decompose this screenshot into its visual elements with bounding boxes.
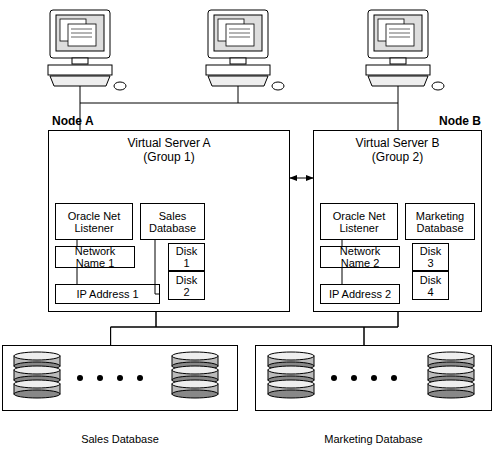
resource-box: Network Name 2 [320, 246, 400, 268]
server-title: Virtual Server A (Group 1) [109, 136, 229, 164]
storage-array: Sales Database [2, 345, 238, 411]
resource-label: Disk 1 [172, 245, 201, 269]
resource-label: Sales Database [144, 210, 201, 234]
connector-line [290, 178, 313, 179]
connector-line [364, 312, 398, 345]
resource-box: Oracle Net Listener [55, 203, 133, 240]
storage-array: Marketing Database [255, 345, 492, 411]
resource-label: Disk 2 [172, 274, 201, 298]
resource-box: Oracle Net Listener [320, 203, 398, 240]
resource-box: Sales Database [140, 203, 205, 240]
client-computer [48, 10, 126, 103]
node-label: Node A [52, 114, 94, 128]
connector-line [77, 240, 78, 246]
connector-line [111, 312, 398, 345]
resource-box: Marketing Database [405, 203, 475, 240]
resource-label: Disk 4 [416, 274, 445, 298]
resource-box: IP Address 1 [55, 284, 160, 304]
connector-line [111, 312, 156, 345]
resource-box: Disk 2 [168, 271, 205, 300]
connector-line [77, 268, 78, 284]
connector-line [342, 268, 343, 284]
disk-array [268, 352, 474, 398]
resource-label: Oracle Net Listener [324, 210, 394, 234]
virtual-server-box: Node BVirtual Server B (Group 2)Oracle N… [313, 130, 482, 312]
connector-line [156, 312, 364, 345]
resource-box: Disk 4 [412, 271, 449, 300]
client-network-wire [80, 103, 398, 130]
node-label: Node B [439, 114, 481, 128]
storage-label: Sales Database [3, 433, 237, 445]
storage-label: Marketing Database [256, 433, 491, 445]
disk-array [14, 352, 218, 398]
resource-box: IP Address 2 [320, 284, 400, 304]
resource-box: Network Name 1 [55, 246, 135, 268]
resource-label: IP Address 2 [329, 288, 391, 300]
resource-label: Network Name 1 [59, 245, 131, 269]
resource-label: IP Address 1 [76, 288, 138, 300]
server-title: Virtual Server B (Group 2) [338, 136, 458, 164]
connector-line [342, 240, 343, 246]
resource-box: Disk 1 [168, 243, 205, 271]
client-computer [206, 10, 284, 103]
resource-label: Disk 3 [416, 245, 445, 269]
resource-label: Marketing Database [409, 210, 471, 234]
resource-label: Oracle Net Listener [59, 210, 129, 234]
connector-line [155, 240, 160, 294]
virtual-server-box: Node AVirtual Server A (Group 1)Oracle N… [48, 130, 290, 312]
resource-label: Network Name 2 [324, 245, 396, 269]
client-computer [366, 10, 444, 103]
resource-box: Disk 3 [412, 243, 449, 271]
